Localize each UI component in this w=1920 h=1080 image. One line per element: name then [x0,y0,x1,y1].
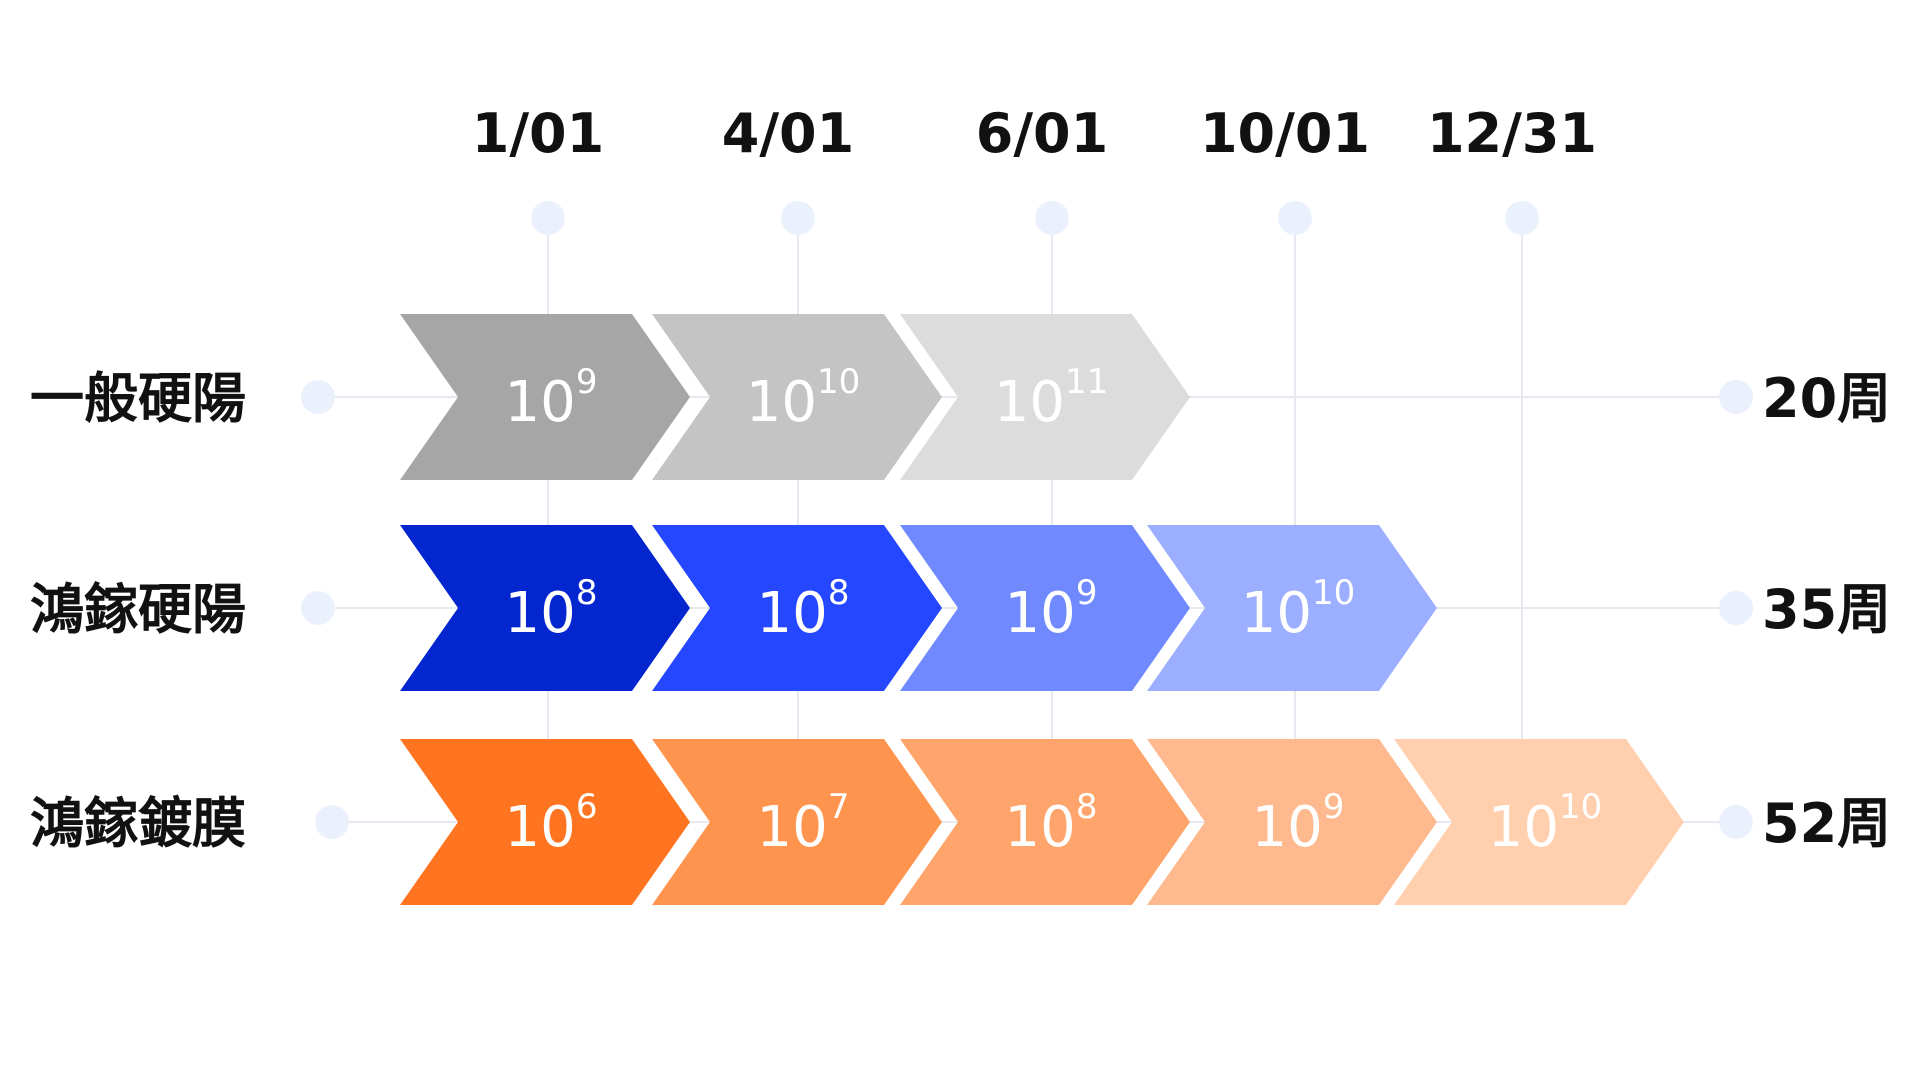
chevron-value-exponent: 6 [576,787,598,827]
chevron-value-base: 10 [1241,581,1312,646]
chevron-shape [652,525,942,691]
weeks-label: 52周 [1762,792,1891,855]
chevron-shape [652,314,942,480]
chevron-value: 108 [505,573,598,646]
chevron-value: 109 [505,362,598,435]
chevron-step: 109 [1147,739,1437,905]
chevron-value-exponent: 10 [817,362,860,402]
chevron-value-exponent: 11 [1065,362,1108,402]
date-label: 4/01 [722,102,854,165]
chevron-value-base: 10 [746,370,817,435]
date-label: 6/01 [976,102,1108,165]
row-label: 一般硬陽 [30,367,246,430]
chevron-value-exponent: 9 [1076,573,1098,613]
chevron-value-exponent: 9 [576,362,598,402]
chevron-step: 1010 [1394,739,1684,905]
chevron-step: 108 [900,739,1190,905]
chevron-value-base: 10 [1005,581,1076,646]
chevron-value: 108 [757,573,850,646]
date-dot [781,201,815,235]
chevron-value: 1011 [994,362,1109,435]
chevron-value-exponent: 10 [1312,573,1355,613]
chevron-step: 107 [652,739,942,905]
chevron-value-base: 10 [1005,795,1076,860]
row-start-dot [315,805,349,839]
row-end-dot [1719,591,1753,625]
chevron-shape [400,739,690,905]
chevron-shape [900,525,1190,691]
date-dot [1505,201,1539,235]
row-label: 鴻鎵硬陽 [30,578,246,641]
chevron-shape [1394,739,1684,905]
chevron-shape [1147,739,1437,905]
chevron-value-exponent: 10 [1559,787,1602,827]
row-start-dot [301,380,335,414]
chevron-shape [652,739,942,905]
chevron-value: 1010 [1241,573,1356,646]
chevron-value-base: 10 [757,581,828,646]
chevron-value: 109 [1005,573,1098,646]
chevron-value-base: 10 [1488,795,1559,860]
chevron-value-base: 10 [757,795,828,860]
chevron-step: 109 [400,314,690,480]
chevron-shape [900,739,1190,905]
row-label: 鴻鎵鍍膜 [30,792,246,855]
chevron-value-exponent: 9 [1323,787,1345,827]
chevron-step: 1010 [652,314,942,480]
chevron-step: 1011 [900,314,1190,480]
row-end-dot [1719,380,1753,414]
date-dot [1035,201,1069,235]
date-dot [531,201,565,235]
chevron-step: 106 [400,739,690,905]
weeks-label: 20周 [1762,367,1891,430]
chevron-value: 109 [1252,787,1345,860]
chevron-value-base: 10 [505,795,576,860]
chevron-value: 106 [505,787,598,860]
chevron-step: 109 [900,525,1190,691]
chevron-value-exponent: 8 [576,573,598,613]
date-label: 10/01 [1200,102,1370,165]
chevron-shape [900,314,1190,480]
chevron-step: 108 [652,525,942,691]
chevron-value-base: 10 [505,370,576,435]
chevron-step: 1010 [1147,525,1437,691]
date-label: 12/31 [1427,102,1597,165]
chevron-value-base: 10 [1252,795,1323,860]
chevron-shape [400,525,690,691]
row-start-dot [301,591,335,625]
chevron-value: 1010 [746,362,861,435]
chevron-value-exponent: 8 [828,573,850,613]
chevron-value: 107 [757,787,850,860]
row-end-dot [1719,805,1753,839]
chevron-step: 108 [400,525,690,691]
chevron-value-exponent: 8 [1076,787,1098,827]
date-label: 1/01 [472,102,604,165]
weeks-label: 35周 [1762,578,1891,641]
chevron-shape [1147,525,1437,691]
chevron-value-exponent: 7 [828,787,850,827]
chevron-shape [400,314,690,480]
chevron-value-base: 10 [994,370,1065,435]
chevron-value: 108 [1005,787,1098,860]
chevron-value-base: 10 [505,581,576,646]
chevron-value: 1010 [1488,787,1603,860]
date-dot [1278,201,1312,235]
